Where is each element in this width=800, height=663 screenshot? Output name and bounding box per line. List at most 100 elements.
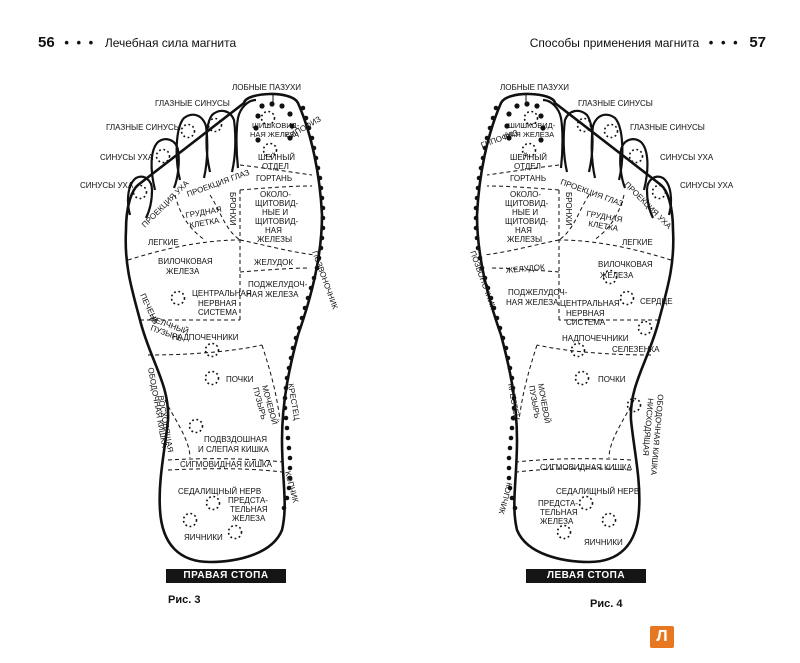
label-prostate: ПРЕДСТА- bbox=[228, 496, 268, 505]
label-ear-sinuses: СИНУСЫ УХА bbox=[80, 181, 134, 190]
label-pancreas: ПОДЖЕЛУДОЧ- bbox=[248, 280, 308, 289]
label-ovaries: ЯИЧНИКИ bbox=[584, 538, 623, 547]
header-dots-right: • • • bbox=[708, 35, 740, 50]
label-sigmoid: СИГМОВИДНАЯ КИШКА bbox=[180, 460, 273, 469]
label-eye-sinuses: ГЛАЗНЫЕ СИНУСЫ bbox=[578, 99, 653, 108]
left-toe-3 bbox=[590, 113, 624, 181]
page-header-left: 56 • • • Лечебная сила магнита bbox=[38, 34, 236, 51]
label-cns: СИСТЕМА bbox=[566, 318, 606, 327]
header-dots-left: • • • bbox=[64, 35, 96, 50]
label-kidneys: ПОЧКИ bbox=[226, 375, 254, 384]
label-stomach: ЖЕЛУДОК bbox=[505, 263, 545, 275]
label-eye-projection: ПРОЕКЦИЯ ГЛАЗ bbox=[186, 168, 251, 199]
figure-number-3: Рис. 3 bbox=[168, 594, 201, 606]
label-eye-sinuses: ГЛАЗНЫЕ СИНУСЫ bbox=[106, 123, 181, 132]
label-prostate: ЖЕЛЕЗА bbox=[232, 514, 266, 523]
label-prostate: ПРЕДСТА- bbox=[538, 499, 578, 508]
label-pineal: ШИШКОВИД- bbox=[252, 121, 300, 130]
label-sacrum: КРЕСТЕЦ bbox=[286, 383, 301, 421]
right-toe-5 bbox=[126, 175, 154, 219]
label-pancreas: НАЯ ЖЕЛЕЗА bbox=[506, 298, 559, 307]
left-toe-1 bbox=[542, 98, 564, 169]
label-kidneys: ПОЧКИ bbox=[598, 375, 626, 384]
label-sigmoid: СИГМОВИДНАЯ КИШКА bbox=[540, 463, 633, 472]
right-zone-lines bbox=[127, 164, 316, 473]
page-number-left: 56 bbox=[38, 34, 55, 51]
right-foot-diagram: ЛОБНЫЕ ПАЗУХИ ГЛАЗНЫЕ СИНУСЫ ГЛАЗНЫЕ СИН… bbox=[80, 83, 340, 564]
label-pineal: НАЯ ЖЕЛЕЗА bbox=[250, 130, 299, 139]
right-zone-labels: ЛОБНЫЕ ПАЗУХИ ГЛАЗНЫЕ СИНУСЫ ГЛАЗНЫЕ СИН… bbox=[80, 83, 340, 542]
caption-right-foot: ПРАВАЯ СТОПА bbox=[166, 569, 286, 583]
label-frontal-sinuses: ЛОБНЫЕ ПАЗУХИ bbox=[500, 83, 569, 92]
label-thymus: ЖЕЛЕЗА bbox=[166, 267, 200, 276]
label-ear-sinuses: СИНУСЫ УХА bbox=[680, 181, 734, 190]
figure-number-4: Рис. 4 bbox=[590, 598, 623, 610]
label-ear-sinuses: СИНУСЫ УХА bbox=[660, 153, 714, 162]
label-ileum: ПОДВЗДОШНАЯ bbox=[204, 435, 267, 444]
label-lungs: ЛЕГКИЕ bbox=[148, 238, 179, 247]
label-heart: СЕРДЦЕ bbox=[640, 297, 673, 306]
label-thymus: ВИЛОЧКОВАЯ bbox=[158, 257, 213, 266]
label-larynx: ГОРТАНЬ bbox=[256, 174, 292, 183]
right-spine-dots bbox=[253, 101, 326, 511]
label-prostate: ТЕЛЬНАЯ bbox=[540, 508, 578, 517]
left-toe-5 bbox=[645, 175, 673, 219]
label-spine: ПОЗВОНОЧНИК bbox=[468, 250, 498, 311]
label-prostate: ЖЕЛЕЗА bbox=[540, 517, 574, 526]
label-thyroid: ЖЕЛЕЗЫ bbox=[507, 235, 542, 244]
label-eye-sinuses: ГЛАЗНЫЕ СИНУСЫ bbox=[155, 99, 230, 108]
label-cervical: ОТДЕЛ bbox=[514, 162, 541, 171]
label-lungs: ЛЕГКИЕ bbox=[622, 238, 653, 247]
label-frontal-sinuses: ЛОБНЫЕ ПАЗУХИ bbox=[232, 83, 301, 92]
label-sacrum: КРЕСТЕЦ bbox=[506, 383, 521, 421]
label-thyroid: НЫЕ И bbox=[262, 208, 288, 217]
label-sciatic: СЕДАЛИЩНЫЙ НЕРВ bbox=[556, 487, 639, 496]
label-ear-sinuses: СИНУСЫ УХА bbox=[100, 153, 154, 162]
label-bronchi: БРОНХИ bbox=[228, 192, 237, 226]
label-thyroid: ЩИТОВИД- bbox=[505, 199, 549, 208]
label-sciatic: СЕДАЛИЩНЫЙ НЕРВ bbox=[178, 487, 261, 496]
label-thyroid: ЩИТОВИД- bbox=[255, 217, 299, 226]
publisher-logo: Л bbox=[650, 626, 674, 648]
label-thyroid: НАЯ bbox=[265, 226, 282, 235]
label-pineal: НАЯ ЖЕЛЕЗА bbox=[505, 130, 554, 139]
label-thyroid: НАЯ bbox=[515, 226, 532, 235]
label-cervical: ШЕЙНЫЙ bbox=[258, 153, 295, 162]
label-ileum: И СЛЕПАЯ КИШКА bbox=[198, 445, 270, 454]
right-toe-1 bbox=[235, 98, 257, 169]
label-cns: НЕРВНАЯ bbox=[198, 299, 237, 308]
label-prostate: ТЕЛЬНАЯ bbox=[230, 505, 268, 514]
page-number-right: 57 bbox=[749, 34, 766, 51]
label-thymus: ЖЕЛЕЗА bbox=[600, 271, 634, 280]
label-ovaries: ЯИЧНИКИ bbox=[184, 533, 223, 542]
left-foot-diagram: ЛОБНЫЕ ПАЗУХИ ГЛАЗНЫЕ СИНУСЫ ГЛАЗНЫЕ СИН… bbox=[468, 83, 734, 564]
label-larynx: ГОРТАНЬ bbox=[510, 174, 546, 183]
left-zone-lines bbox=[483, 164, 672, 473]
label-thyroid: НЫЕ И bbox=[512, 208, 538, 217]
label-cns: СИСТЕМА bbox=[198, 308, 238, 317]
right-toe-4 bbox=[150, 138, 180, 191]
label-bronchi: БРОНХИ bbox=[564, 192, 573, 226]
right-toe-3 bbox=[175, 113, 209, 181]
label-pituitary: ГИПОФИЗ bbox=[480, 128, 520, 150]
label-pancreas: НАЯ ЖЕЛЕЗА bbox=[246, 290, 299, 299]
label-thyroid: ОКОЛО- bbox=[260, 190, 291, 199]
page-header-right: Способы применения магнита • • • 57 bbox=[530, 34, 766, 51]
label-cns: ЦЕНТРАЛЬНАЯ bbox=[560, 299, 620, 308]
label-pineal: ШИШКОВИД- bbox=[508, 121, 556, 130]
label-thyroid: ЩИТОВИД- bbox=[255, 199, 299, 208]
label-spleen: СЕЛЕЗЕНКА bbox=[612, 345, 660, 354]
label-adrenals: НАДПОЧЕЧНИКИ bbox=[172, 333, 239, 342]
label-thyroid: ЩИТОВИД- bbox=[505, 217, 549, 226]
label-cervical: ОТДЕЛ bbox=[262, 162, 289, 171]
label-thyroid: ЖЕЛЕЗЫ bbox=[257, 235, 292, 244]
left-toe-4 bbox=[619, 138, 649, 191]
label-eye-sinuses: ГЛАЗНЫЕ СИНУСЫ bbox=[630, 123, 705, 132]
running-title-left: Лечебная сила магнита bbox=[104, 36, 237, 50]
label-pancreas: ПОДЖЕЛУДОЧ- bbox=[508, 288, 568, 297]
label-ear-projection: ПРОЕКЦИЯ УХА bbox=[140, 178, 191, 229]
label-cns: ЦЕНТРАЛЬНАЯ bbox=[192, 289, 252, 298]
label-cns: НЕРВНАЯ bbox=[566, 309, 605, 318]
label-stomach: ЖЕЛУДОК bbox=[254, 258, 293, 267]
